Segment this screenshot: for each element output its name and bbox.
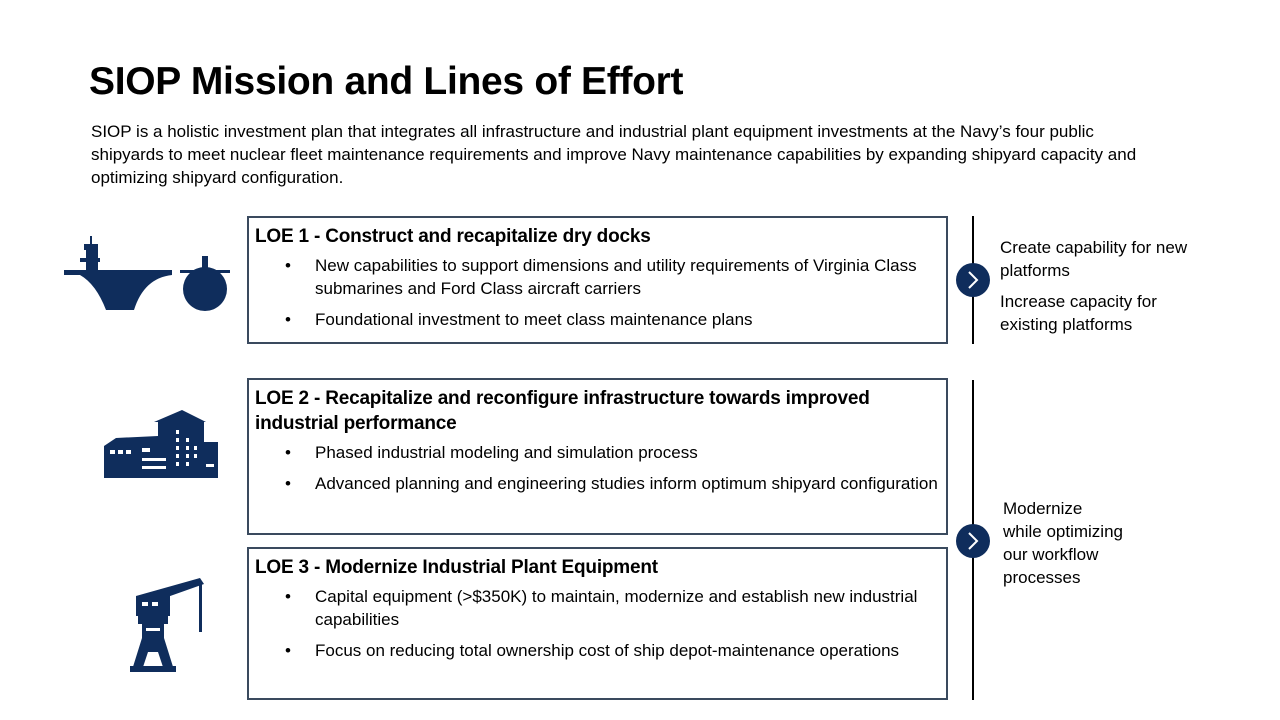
chevron-right-icon — [956, 524, 990, 558]
chevron-right-icon — [956, 263, 990, 297]
list-item: Phased industrial modeling and simulatio… — [285, 441, 938, 464]
loe-2-bullets: Phased industrial modeling and simulatio… — [255, 441, 938, 495]
loe-1-box: LOE 1 - Construct and recapitalize dry d… — [247, 216, 948, 344]
outcome-increase-capacity: Increase capacity for existing platforms — [1000, 292, 1157, 334]
loe-2-heading: LOE 2 - Recapitalize and reconfigure inf… — [255, 388, 870, 434]
loe-2-box: LOE 2 - Recapitalize and reconfigure inf… — [247, 378, 948, 535]
list-item: Foundational investment to meet class ma… — [285, 308, 938, 331]
outcome-modernize: Modernize while optimizing our workflow … — [1003, 499, 1123, 587]
factory-building-icon — [104, 410, 218, 478]
loe-1-heading: LOE 1 - Construct and recapitalize dry d… — [255, 226, 651, 247]
list-item: New capabilities to support dimensions a… — [285, 254, 938, 300]
intro-paragraph: SIOP is a holistic investment plan that … — [91, 122, 1137, 187]
list-item: Capital equipment (>$350K) to maintain, … — [285, 585, 938, 631]
page-title: SIOP Mission and Lines of Effort — [89, 60, 684, 103]
crane-icon — [130, 578, 204, 672]
list-item: Focus on reducing total ownership cost o… — [285, 639, 938, 662]
ship-and-submarine-icon — [64, 236, 230, 311]
list-item: Advanced planning and engineering studie… — [285, 472, 938, 495]
outcome-create-capability: Create capability for new platforms — [1000, 238, 1188, 280]
loe-3-heading: LOE 3 - Modernize Industrial Plant Equip… — [255, 557, 658, 578]
loe-3-bullets: Capital equipment (>$350K) to maintain, … — [255, 585, 938, 662]
loe-1-bullets: New capabilities to support dimensions a… — [255, 254, 938, 331]
loe-3-box: LOE 3 - Modernize Industrial Plant Equip… — [247, 547, 948, 700]
